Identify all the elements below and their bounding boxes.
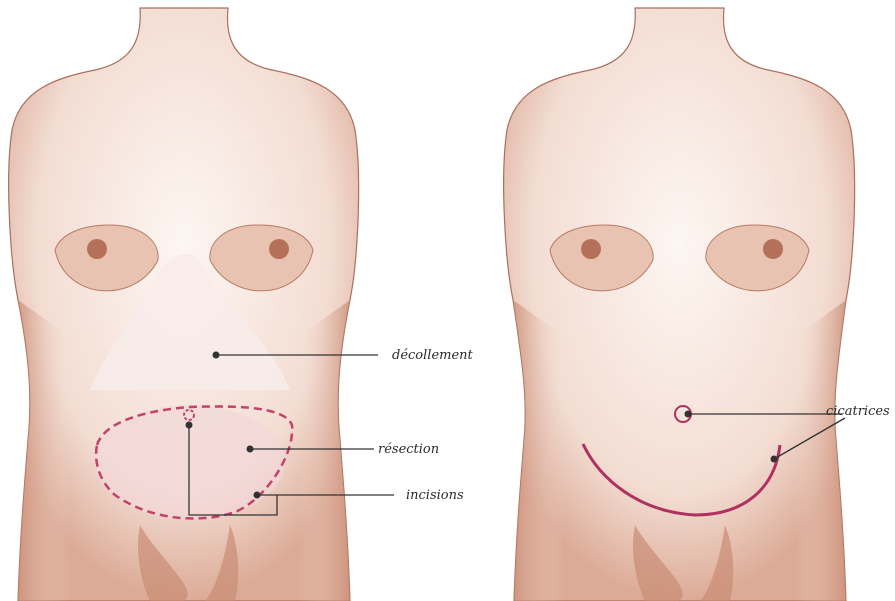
incisions-label: incisions (406, 488, 464, 503)
torso-after (504, 8, 855, 601)
nipple-left-after (581, 239, 601, 259)
decollement-label: décollement (392, 348, 474, 363)
nipple-right-before (269, 239, 289, 259)
nipple-left-before (87, 239, 107, 259)
cicatrices-label: cicatrices (826, 404, 890, 419)
torso-before (9, 8, 359, 601)
resection-label: résection (378, 442, 439, 457)
nipple-right-after (763, 239, 783, 259)
